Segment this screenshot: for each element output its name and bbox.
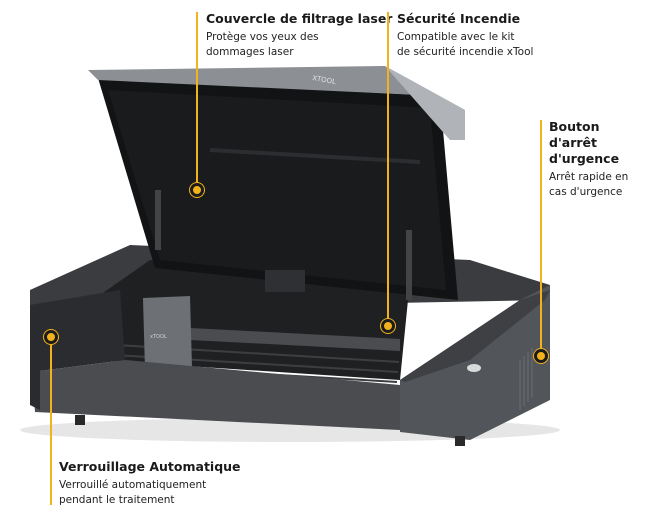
callout-title: Couvercle de filtrage laser	[206, 11, 393, 26]
callout-dot-emergency	[534, 349, 548, 363]
head-logo: xTOOL	[150, 334, 167, 340]
callout-auto-lock: Verrouillage Automatique Verrouillé auto…	[59, 459, 241, 508]
callout-line-fire	[387, 12, 389, 326]
callout-title: Sécurité Incendie	[397, 11, 521, 26]
callout-fire-safety: Sécurité Incendie Compatible avec le kit…	[397, 11, 533, 60]
callout-title: Verrouillage Automatique	[59, 459, 241, 474]
callout-dot-lid	[190, 183, 204, 197]
callout-lid: Couvercle de filtrage laser Protège vos …	[206, 11, 392, 60]
callout-line-lid	[196, 12, 198, 190]
callout-line-emergency	[540, 120, 542, 356]
callout-dot-fire	[381, 319, 395, 333]
callout-dot-lock	[44, 330, 58, 344]
callout-line-lock	[50, 337, 52, 505]
